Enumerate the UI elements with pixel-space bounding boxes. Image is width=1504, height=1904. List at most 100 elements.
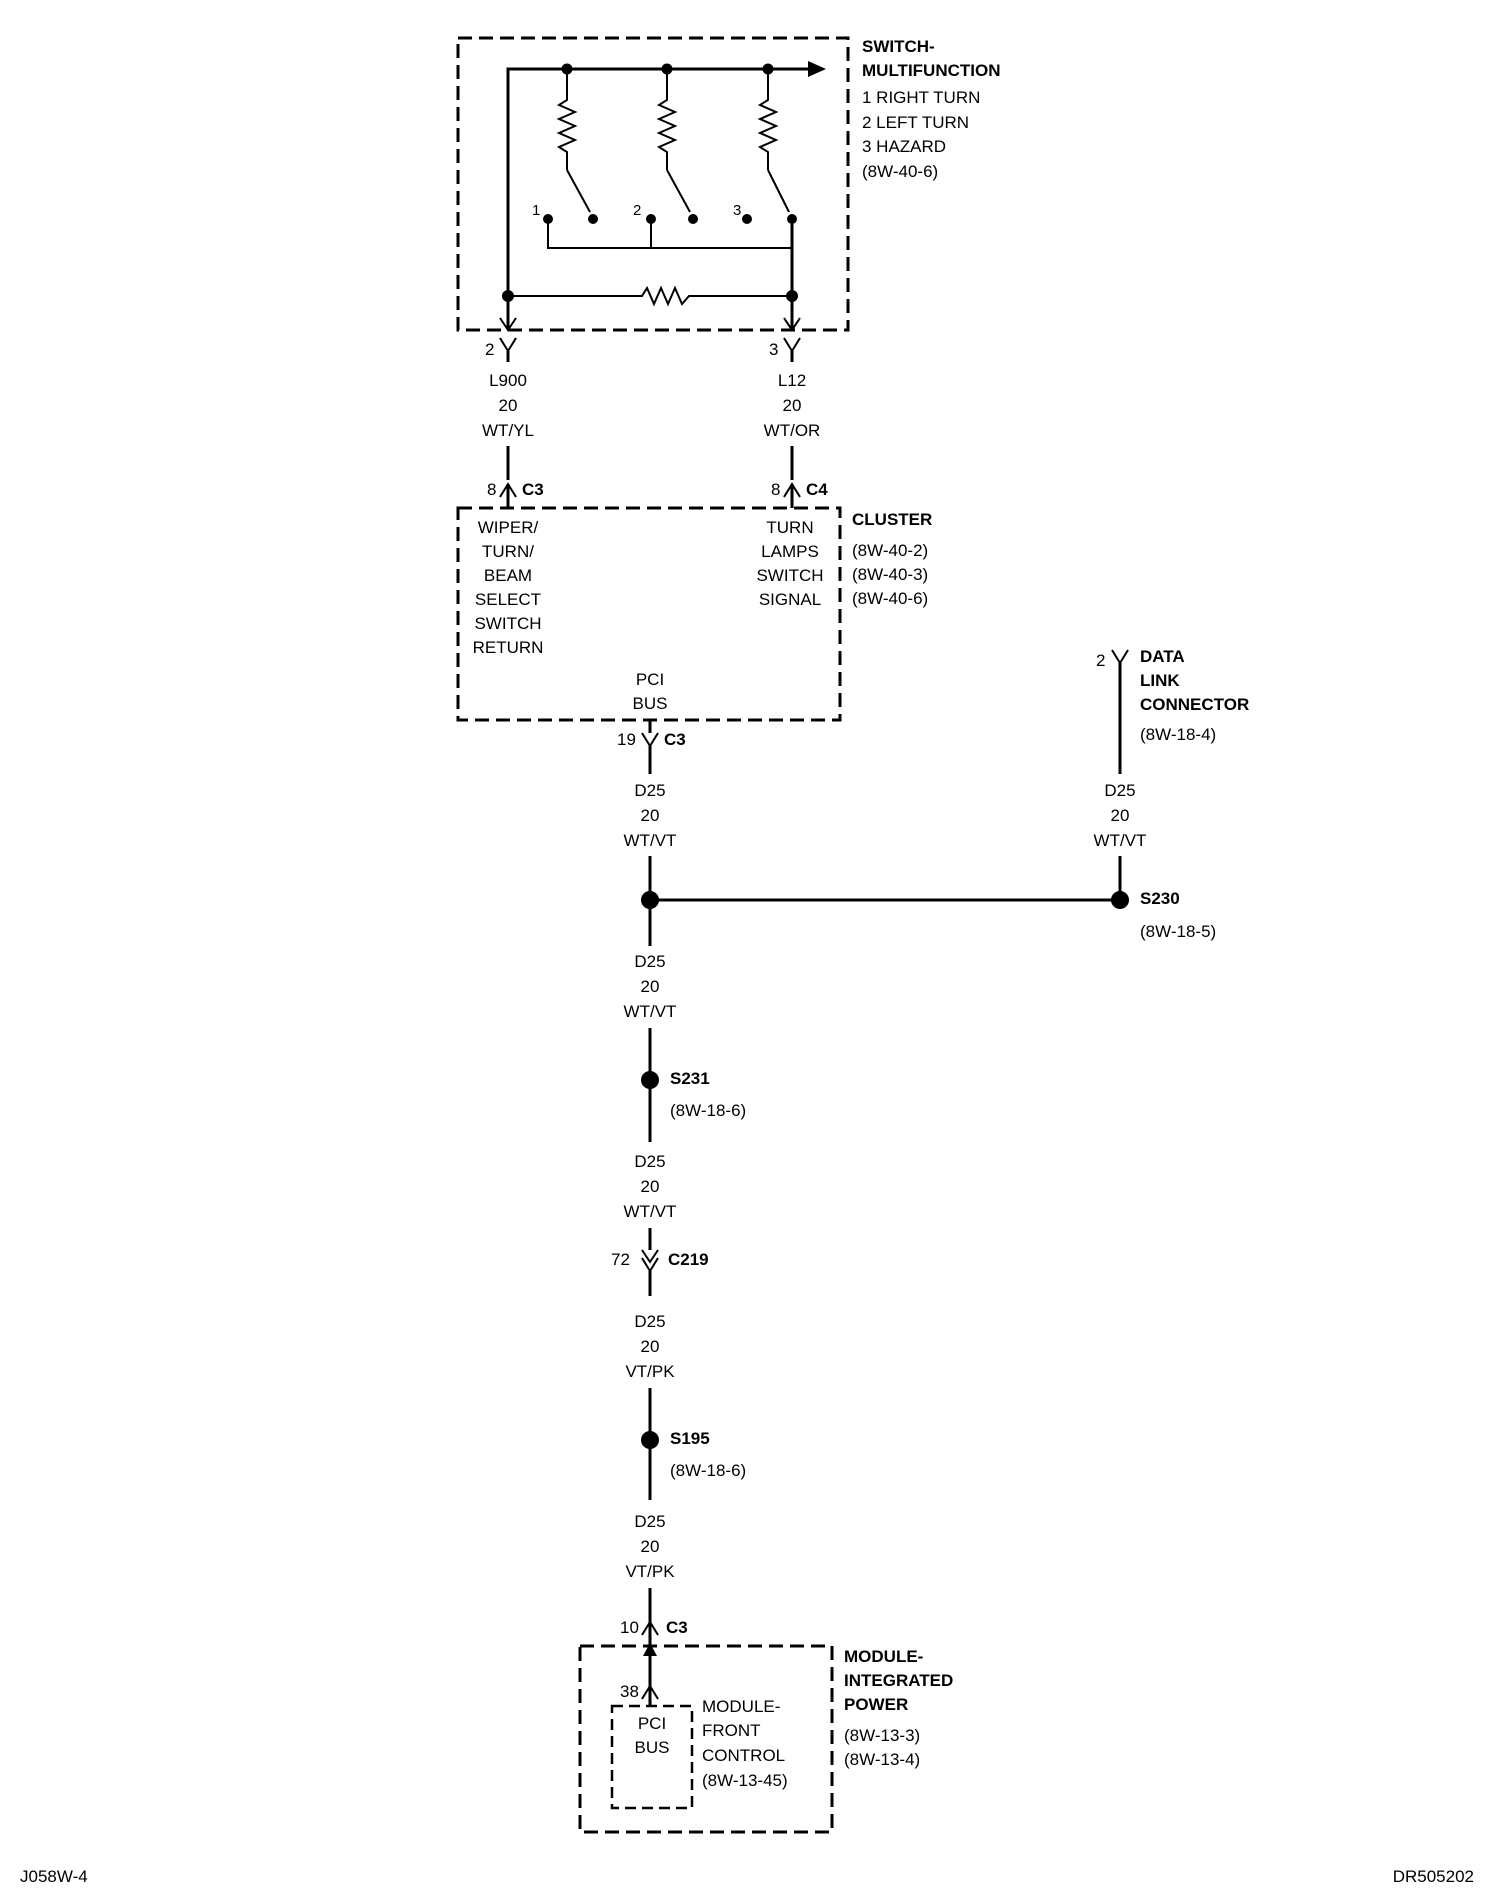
cluster-left-label: WIPER/ TURN/ BEAM SELECT SWITCH RETURN	[473, 518, 544, 657]
splice-dot	[641, 1431, 659, 1449]
label-line: TURN/	[482, 542, 534, 561]
switch-position-3: 3 HAZARD	[862, 137, 946, 156]
data-link-connector: 2 DATA LINK CONNECTOR (8W-18-4) D25 20 W…	[1094, 647, 1249, 884]
label-line: BUS	[633, 694, 668, 713]
dlc-wire-label: D25 20 WT/VT	[1094, 781, 1147, 850]
switch-outline	[456, 36, 850, 332]
wire-gauge: 20	[499, 396, 518, 415]
tipm-outline	[578, 1644, 834, 1834]
cluster: 8 C3 8 C4 WIPER/ TURN/ BEAM SELECT SWITC…	[456, 480, 932, 774]
contact-dot	[588, 214, 598, 224]
splice-s230: S230 (8W-18-5)	[1111, 889, 1216, 941]
cluster-ref: (8W-40-3)	[852, 565, 928, 584]
wire-color: WT/VT	[1094, 831, 1147, 850]
wire-circuit: D25	[634, 952, 665, 971]
footer-right-code: DR505202	[1393, 1867, 1474, 1886]
wire-circuit: D25	[634, 1512, 665, 1531]
switch-blade	[767, 169, 790, 213]
wire-d25-c-label: D25 20 WT/VT	[624, 1152, 677, 1221]
wire-circuit: L900	[489, 371, 527, 390]
label-line: PCI	[636, 670, 664, 689]
label-line: LAMPS	[761, 542, 819, 561]
cluster-bottom-conn: C3	[664, 730, 686, 749]
splice-s231: S231 (8W-18-6)	[641, 1069, 746, 1120]
connector-name: C219	[668, 1250, 709, 1269]
fcm-title: CONTROL	[702, 1746, 785, 1765]
wire-gauge: 20	[783, 396, 802, 415]
resistor-icon	[656, 69, 678, 170]
tipm-ref: (8W-13-3)	[844, 1726, 920, 1745]
switch-internal-bus	[506, 67, 808, 296]
male-pin-icon	[641, 1249, 659, 1264]
tipm-title-2: INTEGRATED	[844, 1671, 953, 1690]
cluster-conn-right-name: C4	[806, 480, 828, 499]
wire-gauge: 20	[641, 1537, 660, 1556]
cluster-right-label: TURN LAMPS SWITCH SIGNAL	[756, 518, 823, 609]
switch-blade	[666, 169, 691, 213]
wire-d25-b-label: D25 20 WT/VT	[624, 952, 677, 1021]
wire-circuit: D25	[1104, 781, 1135, 800]
label-line: BUS	[635, 1738, 670, 1757]
wire-circuit: D25	[634, 1152, 665, 1171]
splice-name: S195	[670, 1429, 710, 1448]
splice-ref: (8W-18-6)	[670, 1101, 746, 1120]
cluster-title: CLUSTER	[852, 510, 932, 529]
resistor-icon	[556, 69, 578, 170]
wire-color: VT/PK	[625, 1562, 675, 1581]
wire-circuit: L12	[778, 371, 806, 390]
contact-label-2: 2	[633, 202, 641, 219]
cluster-ref: (8W-40-6)	[852, 589, 928, 608]
wire-l12-label: L12 20 WT/OR	[764, 371, 821, 440]
female-pin-icon	[641, 1257, 659, 1273]
splice-dot	[1111, 891, 1129, 909]
wire-color: WT/VT	[624, 831, 677, 850]
female-pin-icon	[499, 337, 517, 353]
arrow-right-icon	[808, 61, 826, 77]
arrow-up-icon	[643, 1643, 657, 1656]
wire-d25-a-label: D25 20 WT/VT	[624, 781, 677, 850]
label-line: PCI	[638, 1714, 666, 1733]
switch-title-1: SWITCH-	[862, 37, 935, 56]
tipm-conn-pin: 10	[620, 1618, 639, 1637]
pin-number: 3	[769, 340, 778, 359]
wire-color: WT/YL	[482, 421, 534, 440]
cluster-conn-right-pin: 8	[771, 480, 780, 499]
wire-circuit: D25	[634, 781, 665, 800]
label-line: RETURN	[473, 638, 544, 657]
switch-position-2: 2 LEFT TURN	[862, 113, 969, 132]
switch-leg-left-turn	[656, 69, 698, 224]
wire-d25-e-label: D25 20 VT/PK	[625, 1512, 675, 1581]
contact-dot	[742, 214, 752, 224]
integrated-power-module: 10 C3 MODULE- INTEGRATED POWER (8W-13-3)…	[578, 1618, 953, 1834]
switch-blade	[566, 169, 591, 213]
switch-pin-3: 3	[769, 337, 801, 362]
cluster-ref: (8W-40-2)	[852, 541, 928, 560]
dlc-title: LINK	[1140, 671, 1180, 690]
female-pin-icon	[783, 337, 801, 353]
fcm-outline	[610, 1704, 694, 1810]
wire-gauge: 20	[641, 1177, 660, 1196]
splice-ref: (8W-18-6)	[670, 1461, 746, 1480]
wire-gauge: 20	[641, 806, 660, 825]
dlc-title: CONNECTOR	[1140, 695, 1249, 714]
label-line: TURN	[766, 518, 813, 537]
label-line: SELECT	[475, 590, 541, 609]
switch-leg-right-turn	[556, 69, 598, 224]
multifunction-switch: 1 2 3 SWITCH- MULTIFUNCTION 1 RIGHT TURN…	[456, 36, 1001, 332]
switch-pin-2: 2	[485, 337, 517, 362]
dlc-title: DATA	[1140, 647, 1185, 666]
wire-color: WT/VT	[624, 1202, 677, 1221]
female-pin-icon	[641, 732, 659, 748]
wire-gauge: 20	[641, 977, 660, 996]
cluster-conn-left-pin: 8	[487, 480, 496, 499]
tipm-conn-name: C3	[666, 1618, 688, 1637]
male-pin-icon	[499, 317, 517, 332]
switch-leg-hazard	[757, 69, 797, 224]
connector-pin: 72	[611, 1250, 630, 1269]
fcm-ref: (8W-13-45)	[702, 1771, 788, 1790]
switch-position-1: 1 RIGHT TURN	[862, 88, 980, 107]
contact-label-3: 3	[733, 202, 741, 219]
tipm-title-3: POWER	[844, 1695, 908, 1714]
male-pin-icon	[783, 317, 801, 332]
cluster-pci-label: PCI BUS	[633, 670, 668, 713]
